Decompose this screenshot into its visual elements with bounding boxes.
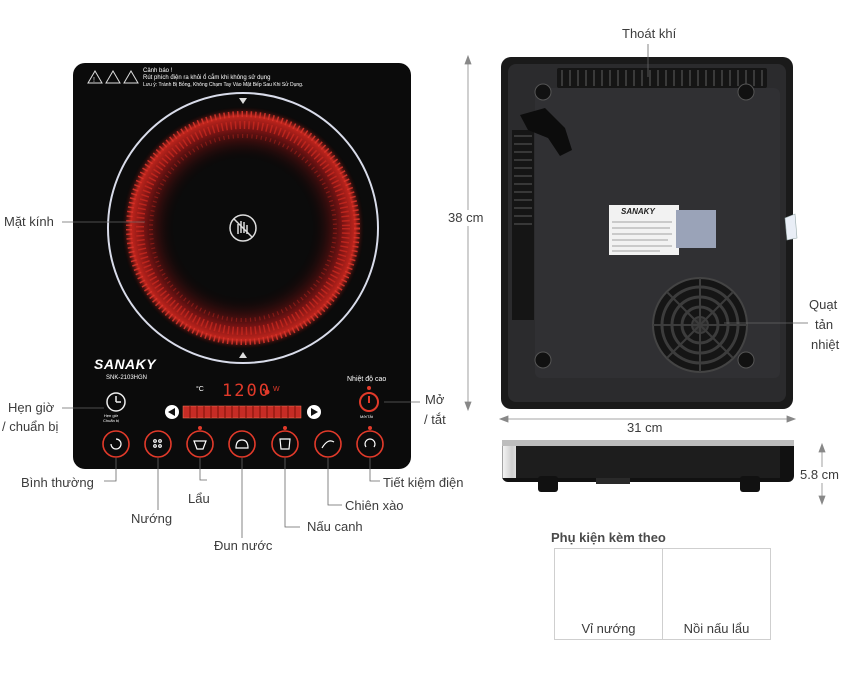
- dimension-arrows: [464, 54, 826, 506]
- label-mat-kinh: Mặt kính: [4, 214, 54, 229]
- top-vent: [557, 68, 767, 88]
- label-dun-nuoc: Đun nước: [214, 538, 273, 553]
- label-binh-thuong: Bình thường: [21, 475, 94, 490]
- label-nau-canh: Nấu canh: [307, 519, 363, 534]
- timer-sub: Hẹn giờ Chuẩn bị: [103, 413, 120, 423]
- rubber-feet: [534, 83, 755, 369]
- dimension-width: 31 cm: [627, 420, 663, 435]
- sticker-brand: SANAKY: [621, 207, 655, 216]
- model-number: SNK-2103HGN: [106, 375, 148, 381]
- display-unit-c: °C: [196, 386, 204, 393]
- label-chuan-bi: / chuẩn bị: [2, 419, 59, 434]
- side-vent: [512, 130, 534, 320]
- display-bar: [183, 406, 301, 418]
- accessory-grill-rack: Vỉ nướng: [554, 548, 663, 640]
- accessory-hotpot-label: Nồi nấu lẩu: [683, 621, 750, 636]
- warning-title: Cảnh báo !: [143, 68, 173, 74]
- display-readout: 1200: [222, 381, 271, 401]
- label-tiet-kiem-dien: Tiết kiệm điện: [383, 475, 464, 490]
- no-touch-icon: [229, 214, 257, 242]
- dimension-thickness: 5.8 cm: [800, 467, 840, 483]
- accessory-hotpot: Nồi nấu lẩu: [662, 548, 771, 640]
- sticker: [609, 205, 716, 255]
- label-chien-xao: Chiên xào: [345, 498, 404, 513]
- label-tan: tản: [815, 317, 834, 332]
- warning-icons: !: [87, 70, 139, 84]
- dimension-height: 38 cm: [448, 210, 484, 226]
- label-thoat-khi: Thoát khí: [622, 26, 677, 41]
- label-lau: Lẩu: [188, 491, 210, 506]
- cord-clip: [520, 108, 572, 156]
- label-nuong: Nướng: [131, 511, 173, 526]
- warning-line1: Rút phích điện ra khỏi ổ cắm khi không s…: [143, 75, 271, 81]
- svg-text:!: !: [93, 77, 95, 84]
- label-mo: Mở: [425, 392, 445, 407]
- leader-lines: [62, 221, 420, 538]
- heating-ring: [107, 92, 379, 364]
- power-sub: Mở/Tắt: [360, 414, 373, 419]
- side-profile: [502, 440, 794, 492]
- display-bar-ticks: [189, 406, 296, 418]
- label-hen-gio: Hẹn giờ: [8, 400, 55, 415]
- brand-logo: SANAKY: [94, 356, 157, 372]
- label-quat: Quạt: [809, 297, 838, 312]
- accessories-title: Phụ kiện kèm theo: [551, 530, 666, 545]
- timer-icon: [106, 392, 126, 412]
- label-nhiet: nhiệt: [811, 337, 840, 352]
- function-buttons: [102, 430, 384, 458]
- temp-label: Nhiệt độ cao: [347, 376, 387, 383]
- fan-grille: [652, 277, 748, 373]
- power-icon: [359, 392, 379, 412]
- warning-line2: Lưu ý: Tránh Bị Bỏng, Không Chạm Tay Vào…: [143, 82, 304, 88]
- display-unit-w: W: [273, 386, 280, 393]
- label-tat: / tắt: [424, 412, 446, 427]
- accessory-grill-rack-label: Vỉ nướng: [581, 621, 636, 636]
